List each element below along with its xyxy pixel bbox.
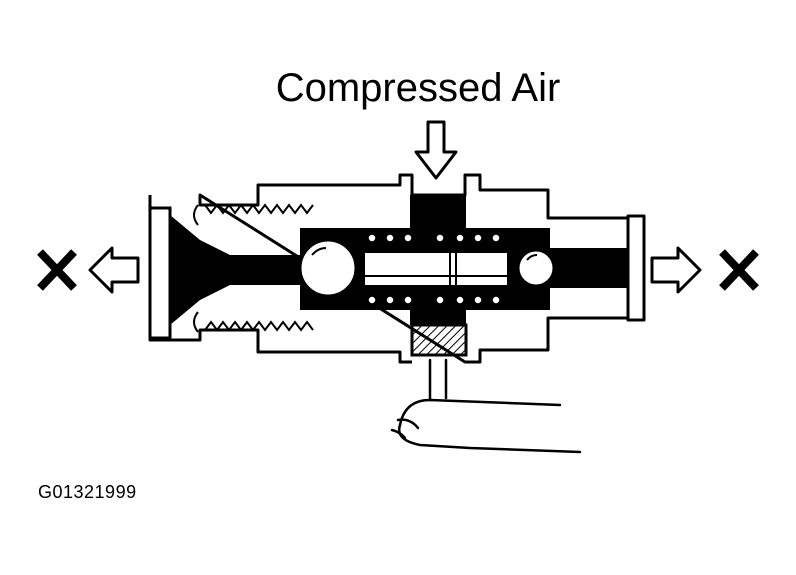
check-ball-right — [516, 248, 556, 288]
figure-code: G01321999 — [38, 482, 137, 502]
left-blocked-x-icon — [37, 249, 77, 291]
piston — [363, 251, 509, 287]
finger-plug — [410, 323, 468, 357]
check-ball-left — [298, 238, 358, 298]
right-blocked-x-icon — [719, 249, 759, 291]
diagram-title: Compressed Air — [275, 66, 561, 110]
spring — [367, 233, 501, 305]
left-fitting — [148, 203, 314, 340]
finger — [390, 358, 582, 454]
air-inlet-arrow-icon — [414, 120, 458, 180]
right-outlet-arrow-icon — [650, 246, 702, 294]
left-outlet-arrow-icon — [88, 246, 140, 294]
